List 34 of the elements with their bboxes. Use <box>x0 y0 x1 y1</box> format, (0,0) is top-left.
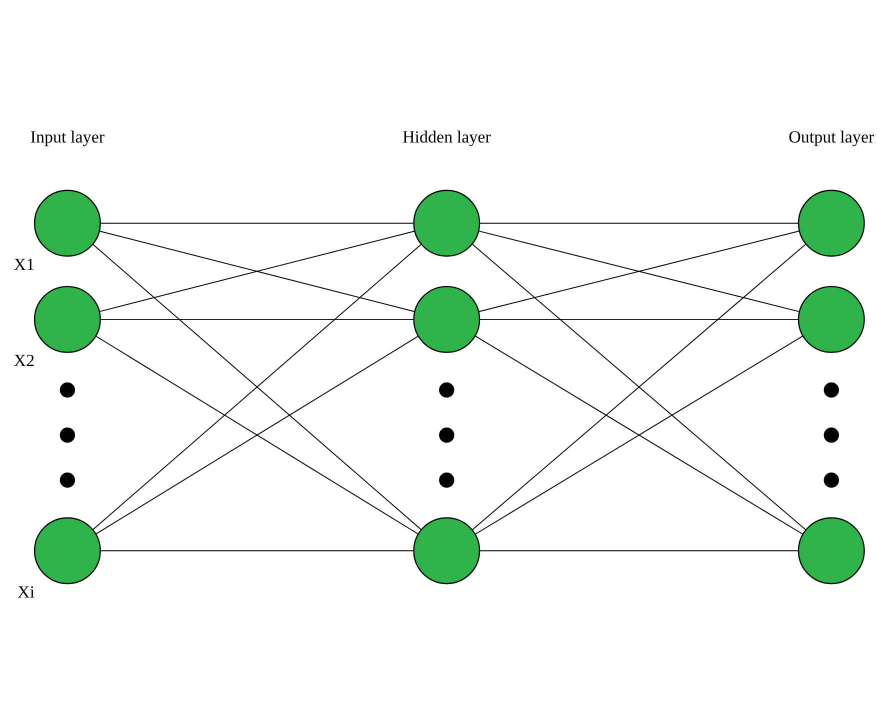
node-circle <box>797 517 864 584</box>
connector <box>99 222 414 224</box>
node-dot <box>59 472 75 488</box>
node-circle <box>33 190 100 257</box>
connector <box>478 222 798 224</box>
node-circle <box>33 517 100 584</box>
node-circle <box>797 190 864 257</box>
connector <box>95 336 418 534</box>
node-dot <box>823 382 838 398</box>
connector <box>478 550 798 552</box>
node-dot <box>438 472 454 488</box>
connector <box>478 318 798 320</box>
node-dot <box>438 427 454 443</box>
label: Output layer <box>788 128 874 147</box>
node-dot <box>59 382 75 398</box>
node-label: X1 <box>13 254 34 274</box>
node-dot <box>823 427 838 443</box>
node-label: X2 <box>13 350 34 370</box>
connector <box>99 550 414 552</box>
node-dot <box>59 427 75 443</box>
node-circle <box>412 517 480 584</box>
node-circle <box>412 190 480 257</box>
connector <box>478 230 799 312</box>
connector <box>98 230 415 312</box>
node-dot <box>438 382 454 398</box>
node-circle <box>412 286 480 353</box>
node-circle <box>33 286 100 353</box>
label: Input layer <box>30 128 104 147</box>
connector <box>471 244 806 530</box>
node-dot <box>823 472 838 488</box>
label: Hidden layer <box>402 128 490 147</box>
node-circle <box>797 286 864 353</box>
connector <box>99 318 414 320</box>
node-label: Xi <box>17 582 34 602</box>
